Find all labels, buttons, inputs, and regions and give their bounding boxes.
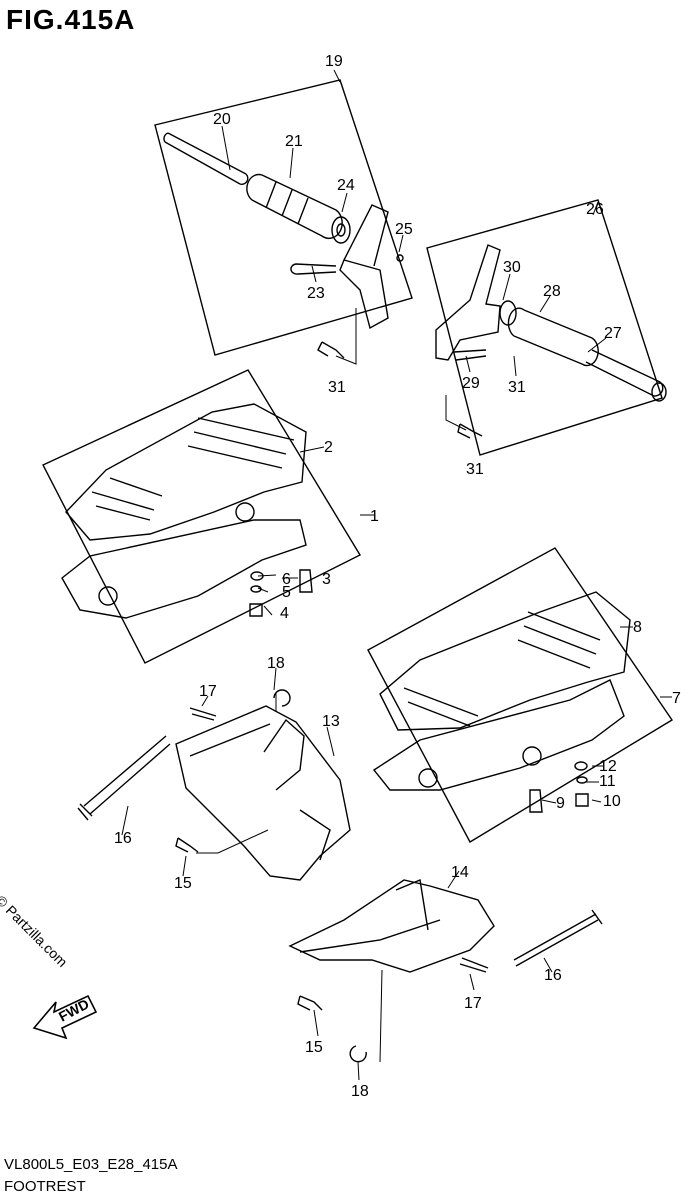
fwd-label: FWD xyxy=(56,996,92,1025)
callout-13: 13 xyxy=(322,713,340,730)
callout-28: 29 xyxy=(462,375,480,392)
callout-23: 24 xyxy=(337,177,355,194)
callout-11: 11 xyxy=(599,773,616,790)
callout-18b: 18 xyxy=(351,1083,369,1100)
bracket-25 xyxy=(435,244,501,361)
callout-20: 20 xyxy=(213,111,231,128)
rubber-27 xyxy=(507,307,599,367)
bracket-19 xyxy=(339,204,389,330)
callout-10: 10 xyxy=(603,793,621,810)
diagram-code: VL800L5_E03_E28_415A xyxy=(4,1156,178,1173)
bolt-16-right xyxy=(513,913,599,967)
assembly-box-7 xyxy=(367,547,673,843)
callout-9: 9 xyxy=(556,795,565,812)
figure-title: FIG.415A xyxy=(6,4,136,35)
footboard-base-7 xyxy=(372,679,625,791)
callout-3: 3 xyxy=(322,571,331,588)
callout-21: 21 xyxy=(285,133,303,150)
callout-6: 6 xyxy=(282,571,291,588)
callout-1: 1 xyxy=(370,508,379,525)
spring-17-left xyxy=(189,707,217,721)
assembly-box-19 xyxy=(154,79,413,356)
callout-8: 8 xyxy=(633,619,642,636)
spring-17-right xyxy=(459,957,489,973)
pin-20 xyxy=(163,132,249,185)
callout-25: 26 xyxy=(586,201,604,218)
callout-29: 30 xyxy=(503,259,521,276)
callout-7: 7 xyxy=(672,690,681,707)
bracket-13 xyxy=(175,705,351,881)
footboard-8 xyxy=(379,591,631,731)
callout-2: 2 xyxy=(324,439,333,456)
callout-14: 14 xyxy=(451,864,469,881)
footboard-2 xyxy=(65,403,307,541)
callout-30: 31 xyxy=(508,379,526,396)
callout-5: 5 xyxy=(282,584,291,601)
callout-16a: 16 xyxy=(114,830,132,847)
diagram-caption: FOOTREST xyxy=(4,1178,86,1195)
callout-16b: 16 xyxy=(544,967,562,984)
fwd-arrow xyxy=(32,994,98,1040)
bolt-22 xyxy=(290,263,337,275)
callout-4: 4 xyxy=(280,605,289,622)
callout-27: 28 xyxy=(543,283,561,300)
rubber-21 xyxy=(246,173,343,240)
callout-17a: 17 xyxy=(199,683,217,700)
callout-15a: 15 xyxy=(174,875,192,892)
callout-22: 23 xyxy=(307,285,325,302)
callout-17b: 17 xyxy=(464,995,482,1012)
assembly-box-25 xyxy=(426,199,663,456)
bolt-28 xyxy=(453,349,487,361)
washer-23 xyxy=(331,216,351,244)
callout-31b: 31 xyxy=(466,461,484,478)
bracket-14 xyxy=(288,879,495,973)
callout-31a: 31 xyxy=(328,379,346,396)
callout-19: 19 xyxy=(325,53,343,70)
bolt-16-left xyxy=(83,735,171,815)
callout-18a: 18 xyxy=(267,655,285,672)
callout-12: 12 xyxy=(599,758,617,775)
callout-26: 27 xyxy=(604,325,622,342)
bolt-31 xyxy=(317,341,345,359)
assembly-box-1 xyxy=(42,369,361,664)
clip-18-right xyxy=(349,1045,367,1063)
callout-15b: 15 xyxy=(305,1039,323,1056)
footboard-base xyxy=(61,519,307,619)
callout-24: 25 xyxy=(395,221,413,238)
clip-18-left xyxy=(273,689,291,707)
